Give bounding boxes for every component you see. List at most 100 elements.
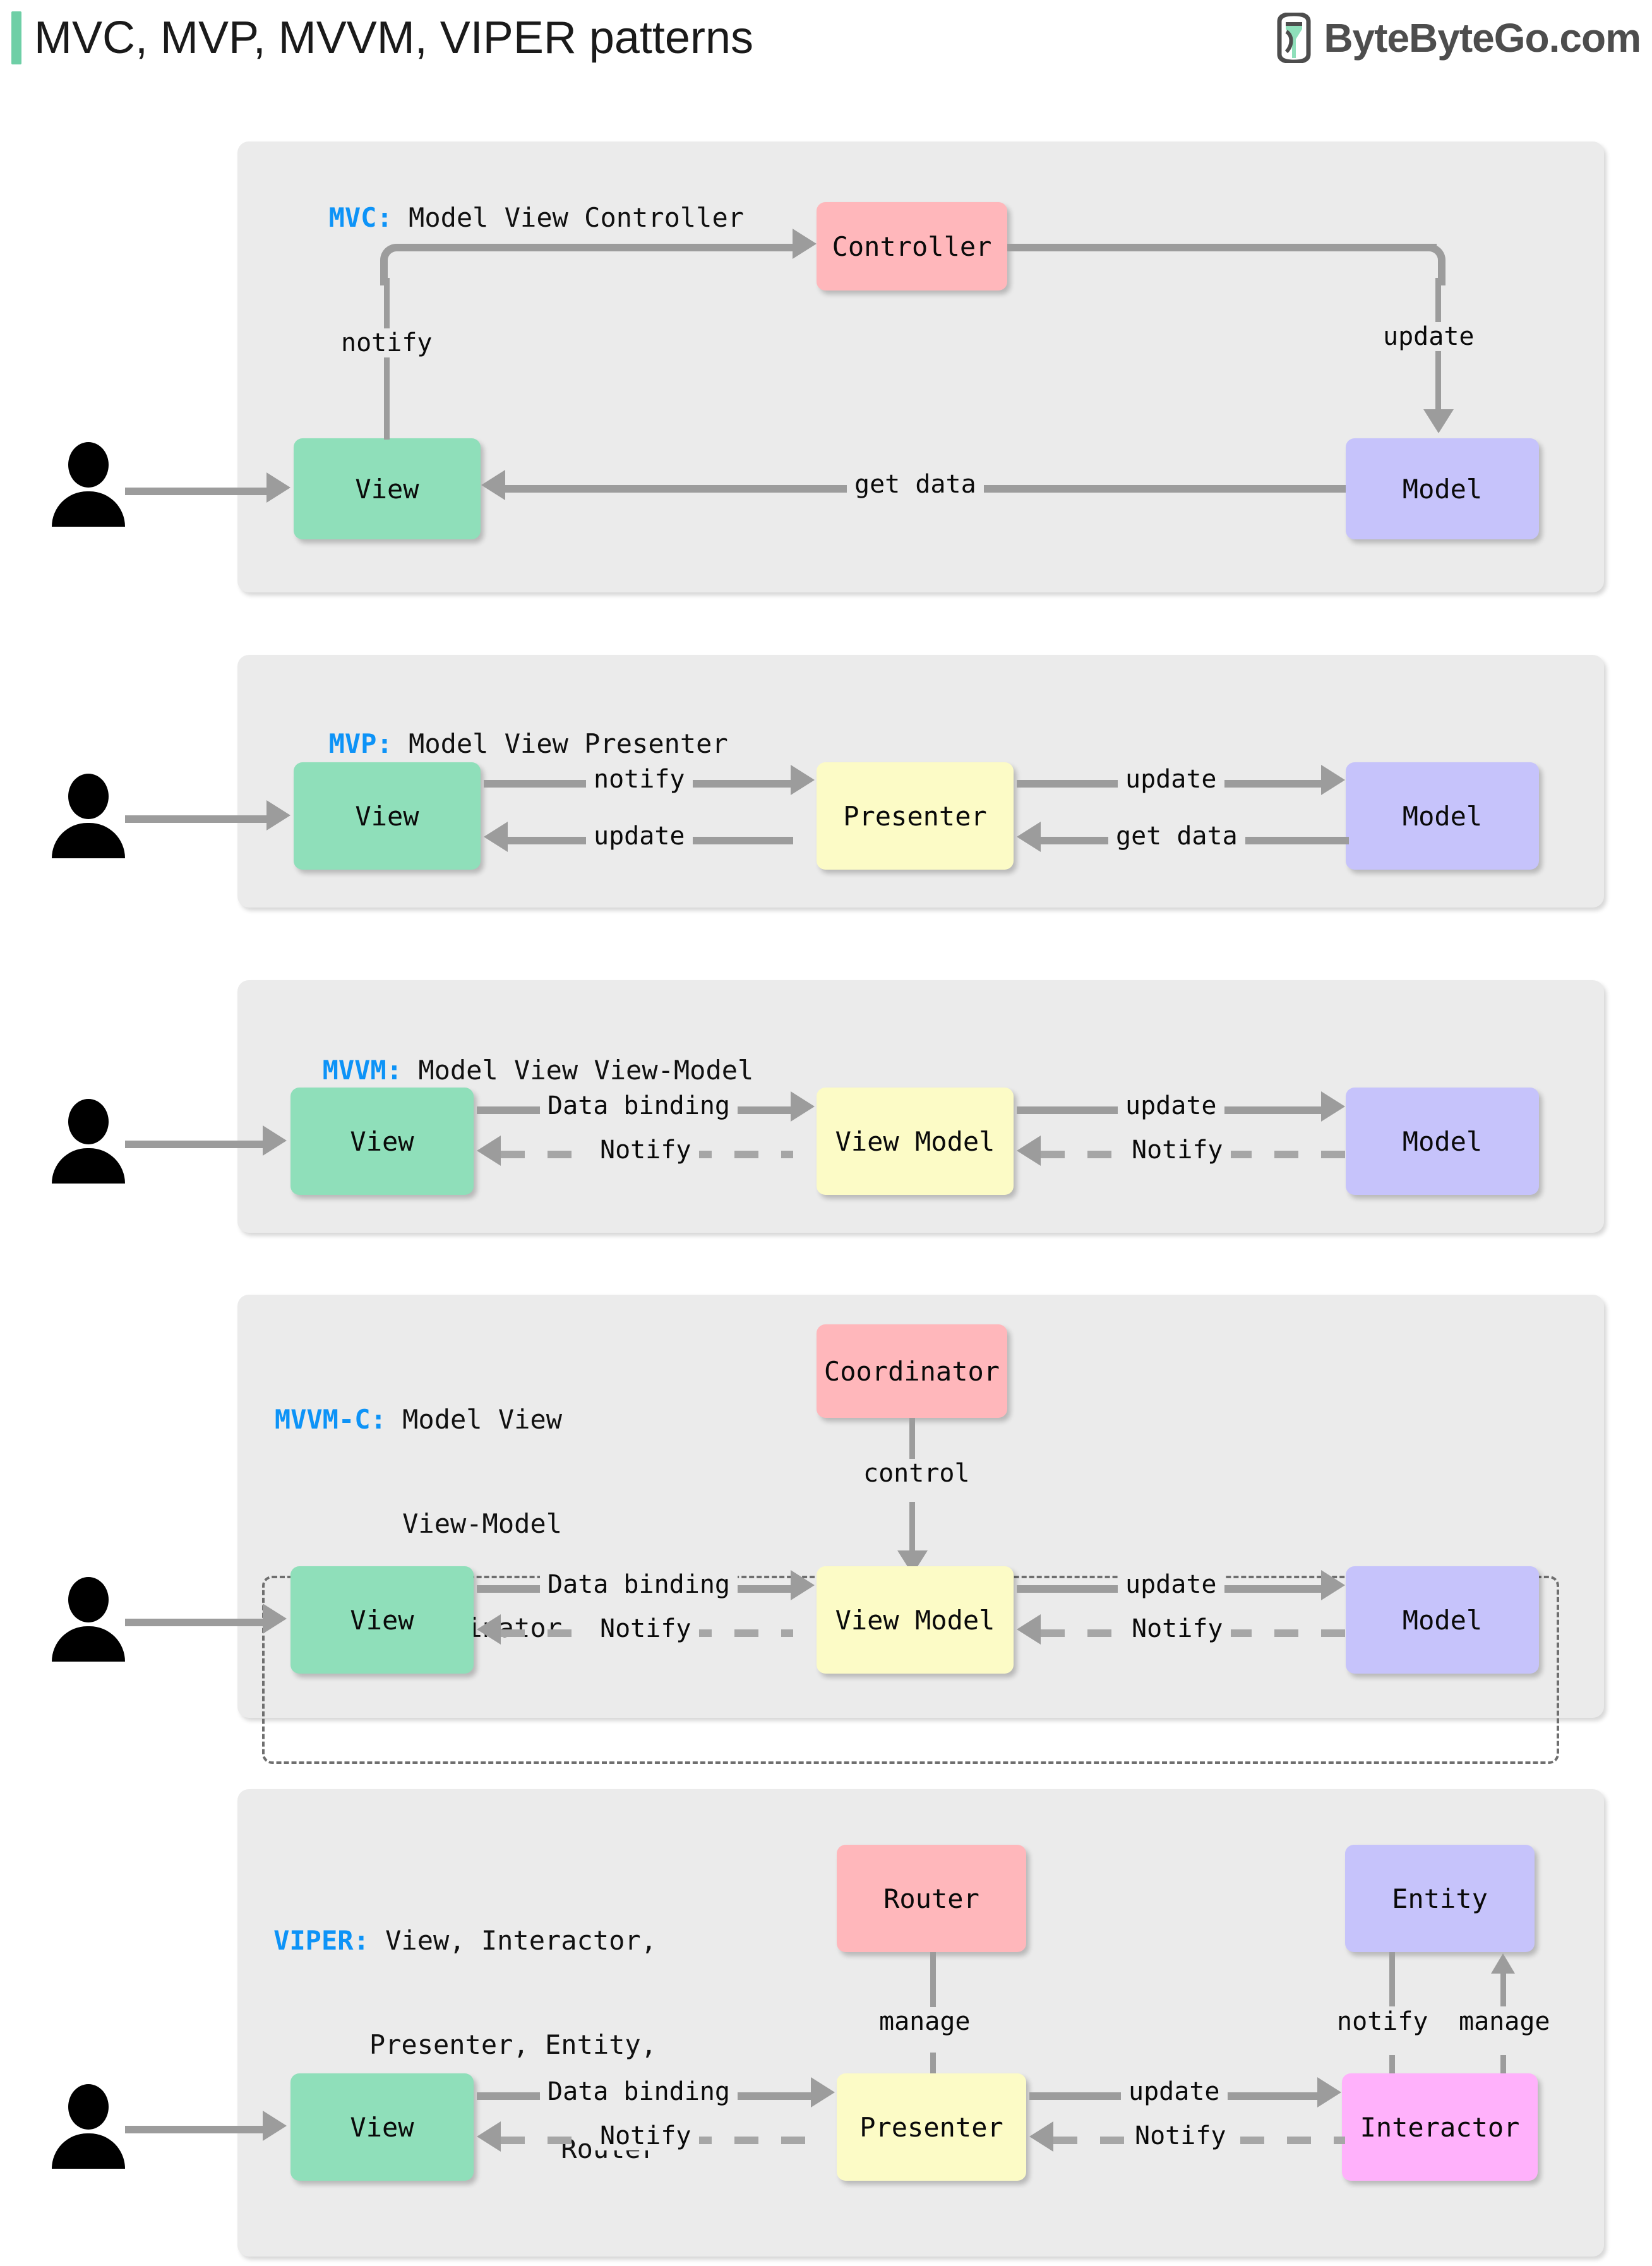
edge-label-get-data-mvp: get data — [1108, 822, 1245, 851]
node-view-viper[interactable]: View — [290, 2073, 474, 2181]
edge-label-data-binding-mvvmc: Data binding — [540, 1570, 738, 1599]
node-coordinator-mvvmc[interactable]: Coordinator — [817, 1324, 1007, 1418]
arrowhead-viewmodel-to-model-mvvm — [1321, 1091, 1345, 1122]
user-icon-mvc — [52, 442, 125, 527]
user-head — [68, 1099, 109, 1144]
arrowhead-interactor-to-entity-viper — [1491, 1953, 1515, 1974]
user-head — [68, 1577, 109, 1622]
section-expansion-line-1: View, Interactor, — [385, 1925, 657, 1956]
node-label: View Model — [835, 1604, 995, 1636]
node-label: Coordinator — [823, 1355, 1000, 1387]
section-expansion-line-2: View-Model — [402, 1508, 562, 1539]
node-view-mvvm[interactable]: View — [290, 1088, 474, 1195]
edge-label-notify-left-mvvmc: Notify — [592, 1614, 699, 1643]
node-view-model-mvvm[interactable]: View Model — [817, 1088, 1014, 1195]
node-label: Model — [1402, 1125, 1483, 1157]
node-label: Interactor — [1360, 2111, 1520, 2143]
node-label: View — [355, 800, 419, 832]
node-label: Model — [1402, 1604, 1483, 1636]
edge-user-to-view-viper — [125, 2126, 265, 2133]
edge-label-get-data-mvc: get data — [847, 470, 984, 499]
node-model-mvc[interactable]: Model — [1346, 438, 1539, 539]
page-title: MVC, MVP, MVVM, VIPER patterns — [34, 13, 753, 63]
edge-label-update-mvvmc: update — [1118, 1570, 1224, 1599]
node-router-viper[interactable]: Router — [837, 1845, 1026, 1952]
section-title-mvp: MVP: Model View Presenter — [297, 692, 728, 761]
node-model-mvvmc[interactable]: Model — [1346, 1566, 1539, 1674]
section-expansion-line-2: Presenter, Entity, — [369, 2029, 657, 2060]
user-icon-viper — [52, 2084, 125, 2169]
user-body — [52, 491, 125, 527]
edge-controller-to-model-mvc — [1007, 244, 1437, 251]
arrowhead-presenter-to-view-viper — [477, 2121, 501, 2152]
edge-label-manage-interactor-viper: manage — [1451, 2007, 1558, 2036]
section-abbr-mvvm: MVVM: — [322, 1055, 403, 1086]
edge-label-update-mvc: update — [1375, 322, 1482, 351]
section-expansion-mvc: Model View Controller — [409, 202, 745, 233]
edge-label-notify-mvc: notify — [333, 328, 440, 357]
edge-controller-to-model-corner-mvc — [1414, 244, 1446, 285]
node-model-mvp[interactable]: Model — [1346, 762, 1539, 870]
arrowhead-viewmodel-to-view-mvvmc — [477, 1614, 501, 1645]
edge-view-to-controller-corner-mvc — [380, 244, 412, 285]
user-body — [52, 1148, 125, 1184]
edge-coordinator-control-stem-lower — [909, 1502, 915, 1554]
node-label: View Model — [835, 1125, 995, 1157]
edge-router-manage-stem-upper — [930, 1952, 936, 2017]
arrowhead-view-to-presenter-mvp — [791, 765, 815, 795]
node-view-model-mvvmc[interactable]: View Model — [817, 1566, 1014, 1674]
user-icon-mvvmc — [52, 1577, 125, 1662]
edge-label-manage-router-viper: manage — [871, 2007, 978, 2036]
edge-view-to-controller-mvc — [404, 244, 796, 251]
arrowhead-interactor-to-presenter-viper — [1029, 2121, 1053, 2152]
node-label: Model — [1402, 473, 1483, 505]
brand-logo: ByteByteGo.com — [1273, 13, 1641, 63]
edge-label-notify-right-viper: Notify — [1127, 2121, 1234, 2150]
arrowhead-user-to-view-viper — [263, 2111, 287, 2141]
edge-user-to-view-mvvmc — [125, 1619, 265, 1626]
arrowhead-model-to-viewmodel-mvvm — [1017, 1136, 1041, 1166]
node-controller-mvc[interactable]: Controller — [817, 202, 1007, 291]
edge-label-control-mvvmc: control — [856, 1459, 978, 1488]
edge-label-notify-right-mvvmc: Notify — [1124, 1614, 1231, 1643]
node-model-mvvm[interactable]: Model — [1346, 1088, 1539, 1195]
arrowhead-presenter-to-interactor-viper — [1317, 2077, 1341, 2107]
section-expansion-line-1: Model View — [402, 1404, 562, 1435]
edge-entity-notify-stem-upper — [1389, 1952, 1395, 2006]
arrowhead-model-to-view-mvc — [481, 470, 505, 500]
arrowhead-presenter-to-model-mvp — [1321, 765, 1345, 795]
section-abbr-mvp: MVP: — [328, 728, 393, 759]
node-presenter-viper[interactable]: Presenter — [837, 2073, 1026, 2181]
edge-label-data-binding-mvvm: Data binding — [540, 1091, 738, 1120]
arrowhead-view-to-presenter-viper — [811, 2077, 835, 2107]
edge-user-to-view-mvvm — [125, 1141, 265, 1148]
node-view-mvvmc[interactable]: View — [290, 1566, 474, 1674]
arrowhead-user-to-view-mvp — [266, 800, 290, 830]
node-label: View — [350, 1125, 414, 1157]
arrowhead-user-to-view-mvvmc — [263, 1604, 287, 1634]
edge-label-notify-left-viper: Notify — [592, 2121, 699, 2150]
node-presenter-mvp[interactable]: Presenter — [817, 762, 1014, 870]
user-body — [52, 823, 125, 858]
user-head — [68, 774, 109, 819]
bytebytego-logo-icon — [1277, 13, 1311, 63]
edge-coordinator-control-stem-upper — [909, 1418, 915, 1468]
node-label: Controller — [832, 231, 992, 262]
section-abbr-viper: VIPER: — [273, 1925, 369, 1956]
edge-interactor-manage-stem-upper — [1500, 1974, 1506, 2006]
node-entity-viper[interactable]: Entity — [1345, 1845, 1535, 1952]
section-expansion-mvp: Model View Presenter — [409, 728, 728, 759]
arrowhead-controller-to-model-mvc — [1423, 409, 1454, 433]
section-title-mvc: MVC: Model View Controller — [297, 165, 744, 235]
edge-view-to-controller-stem-mvc — [384, 278, 390, 440]
user-head — [68, 2084, 109, 2130]
brand-text: ByteByteGo.com — [1324, 15, 1641, 61]
node-view-mvc[interactable]: View — [294, 438, 481, 539]
node-interactor-viper[interactable]: Interactor — [1342, 2073, 1538, 2181]
arrowhead-model-to-viewmodel-mvvmc — [1017, 1614, 1041, 1645]
edge-label-update-mvvm: update — [1118, 1091, 1224, 1120]
arrowhead-presenter-to-view-mvp — [484, 822, 508, 852]
user-icon-mvvm — [52, 1099, 125, 1184]
arrowhead-viewmodel-to-view-mvvm — [477, 1136, 501, 1166]
node-view-mvp[interactable]: View — [294, 762, 481, 870]
